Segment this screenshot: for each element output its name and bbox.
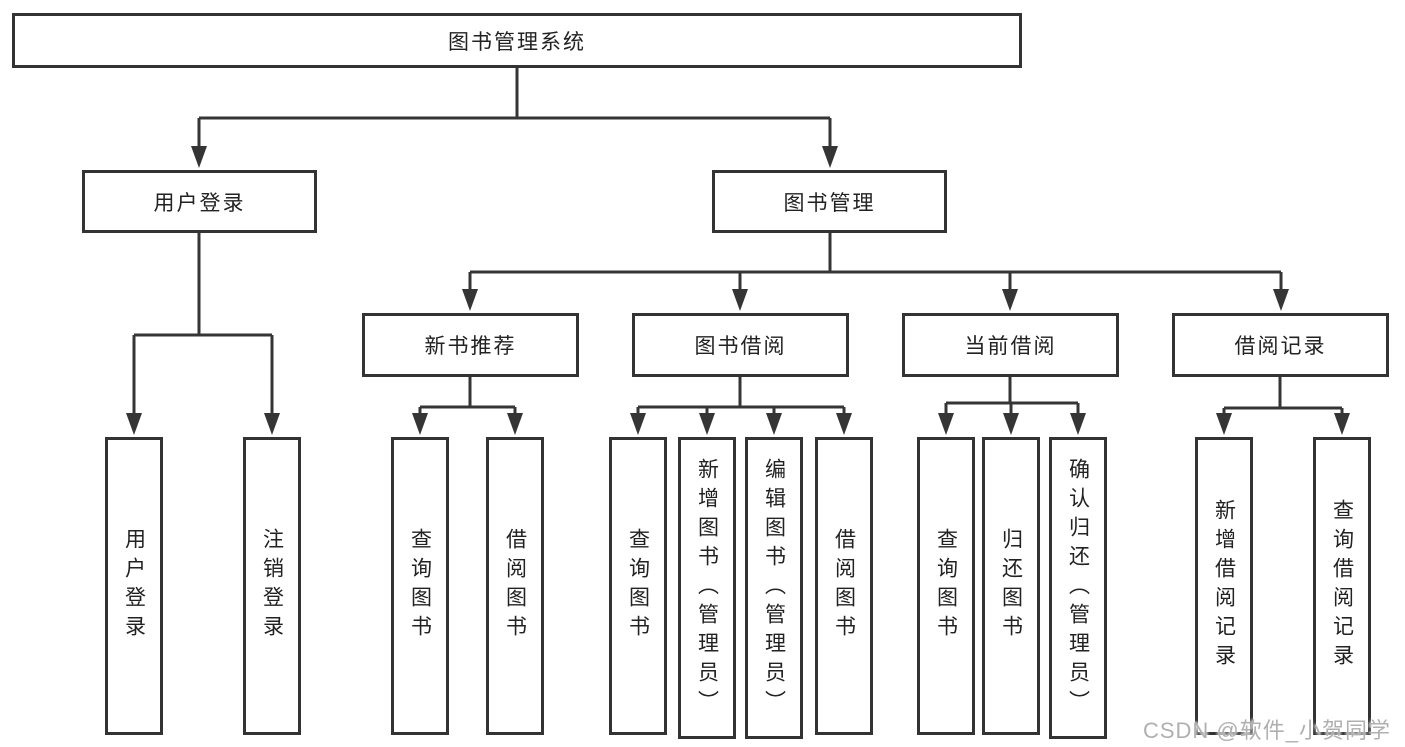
leaf-newrec-query-books: 查询图书: [391, 437, 449, 735]
connector-book-management-to-level3: [462, 233, 1289, 311]
leaf-borrow-query-books: 查询图书: [609, 437, 667, 735]
leaf-records-query-record: 查询借阅记录: [1313, 437, 1371, 735]
leaf-newrec-borrow-books: 借阅图书: [486, 437, 544, 735]
connector-borrow-records-to-leaves: [1216, 377, 1350, 435]
leaf-borrow-add-books-admin: 新增图书（管理员）: [678, 437, 736, 739]
connector-new-book-recommend-to-leaves: [412, 377, 523, 435]
leaf-current-return-books: 归还图书: [982, 437, 1040, 735]
csdn-watermark: CSDN @软件_小贺同学: [1142, 718, 1391, 743]
node-root: 图书管理系统: [12, 13, 1022, 68]
node-book-management: 图书管理: [712, 170, 947, 233]
node-borrow-records: 借阅记录: [1172, 313, 1389, 377]
node-book-borrow: 图书借阅: [632, 313, 849, 377]
leaf-borrow-borrow-books: 借阅图书: [815, 437, 873, 735]
connector-book-borrow-to-leaves: [630, 377, 852, 435]
leaf-borrow-edit-books-admin: 编辑图书（管理员）: [745, 437, 803, 739]
connector-current-borrow-to-leaves: [938, 377, 1086, 435]
node-user-login: 用户登录: [82, 170, 317, 233]
node-current-borrow: 当前借阅: [902, 313, 1119, 377]
connector-root-to-level2: [191, 68, 838, 168]
leaf-records-add-record: 新增借阅记录: [1195, 437, 1253, 735]
leaf-current-confirm-return-admin: 确认归还（管理员）: [1049, 437, 1107, 739]
node-new-book-recommend: 新书推荐: [362, 313, 579, 377]
leaf-current-query-books: 查询图书: [917, 437, 975, 735]
leaf-logout: 注销登录: [243, 437, 301, 735]
connector-user-login-to-leaves: [126, 233, 280, 435]
leaf-user-login: 用户登录: [105, 437, 163, 735]
